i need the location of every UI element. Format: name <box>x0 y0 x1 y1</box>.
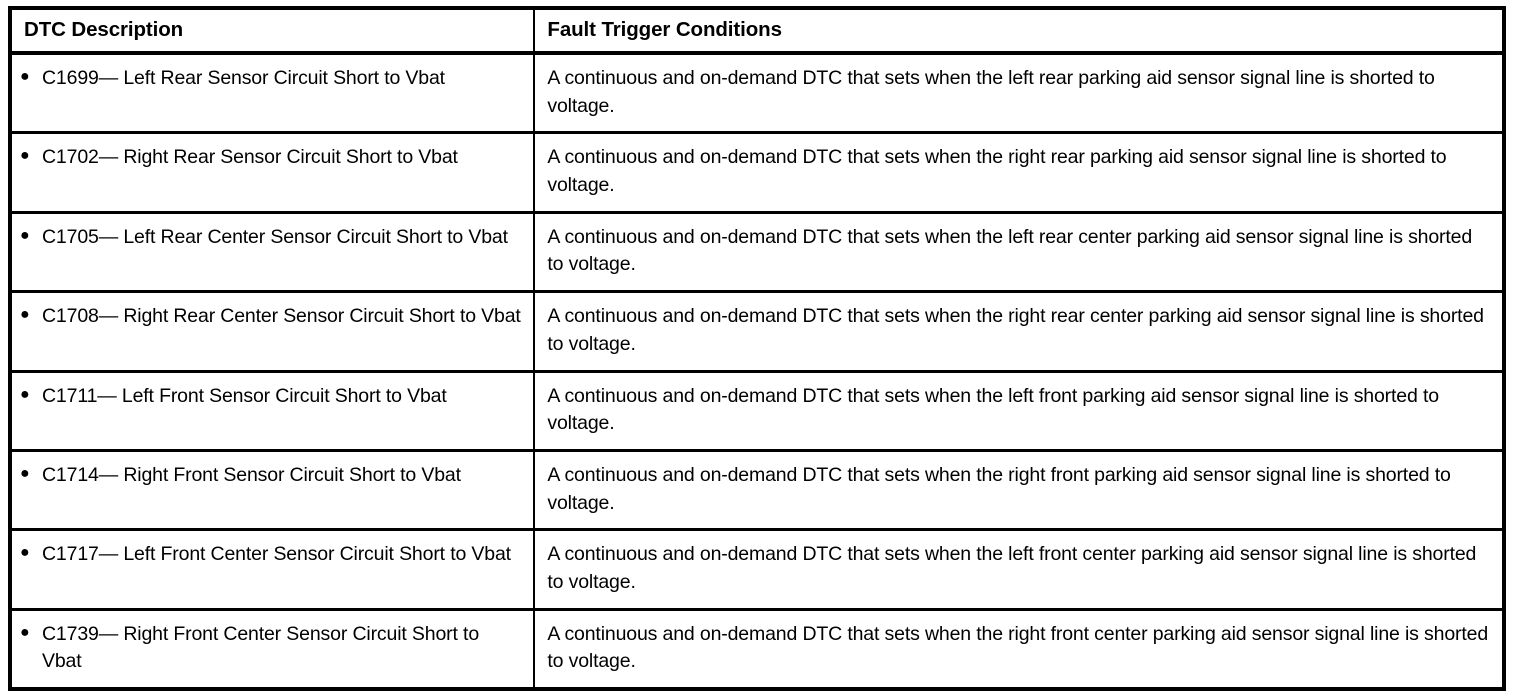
table-header: DTC Description Fault Trigger Conditions <box>10 8 1504 55</box>
fault-trigger-conditions-text: A continuous and on-demand DTC that sets… <box>547 463 1451 514</box>
dtc-description-text: C1717— Left Front Center Sensor Circuit … <box>42 543 511 566</box>
bullet-point-icon: ● <box>20 464 30 482</box>
cell-dtc-description: ● C1699— Left Rear Sensor Circuit Short t… <box>10 53 536 135</box>
fault-trigger-conditions-text: A continuous and on-demand DTC that sets… <box>547 305 1484 355</box>
fault-trigger-conditions-text: A continuous and on-demand DTC that sets… <box>547 67 1435 117</box>
table-row: ● C1711— Left Front Sensor Circuit Short … <box>10 371 1504 452</box>
bullet-list-item: ● C1708— Right Rear Center Sensor Circuit… <box>20 303 523 331</box>
cell-dtc-description: ● C1708— Right Rear Center Sensor Circuit… <box>10 291 536 373</box>
fault-trigger-conditions-text: A continuous and on-demand DTC that sets… <box>547 622 1489 673</box>
table-row: ● C1708— Right Rear Center Sensor Circuit… <box>10 291 1504 373</box>
fault-trigger-conditions-text: A continuous and on-demand DTC that sets… <box>547 543 1477 593</box>
bullet-point-icon: ● <box>20 385 30 403</box>
cell-fault-trigger-conditions: A continuous and on-demand DTC that sets… <box>534 371 1504 452</box>
cell-fault-trigger-conditions: A continuous and on-demand DTC that sets… <box>534 53 1504 135</box>
cell-dtc-description: ● C1705— Left Rear Center Sensor Circuit … <box>10 212 536 294</box>
dtc-description-text: C1708— Right Rear Center Sensor Circuit … <box>42 305 521 328</box>
cell-dtc-description: ● C1711— Left Front Sensor Circuit Short … <box>10 371 536 452</box>
bullet-list-item: ● C1711— Left Front Sensor Circuit Short … <box>20 383 523 411</box>
bullet-point-icon: ● <box>20 544 30 562</box>
bullet-list-item: ● C1714— Right Front Sensor Circuit Short… <box>20 462 523 490</box>
table-header-row: DTC Description Fault Trigger Conditions <box>10 8 1504 55</box>
cell-fault-trigger-conditions: A continuous and on-demand DTC that sets… <box>534 212 1504 294</box>
dtc-description-text: C1702— Right Rear Sensor Circuit Short t… <box>42 146 458 169</box>
dtc-description-text: C1714— Right Front Sensor Circuit Short … <box>42 463 461 486</box>
fault-trigger-conditions-text: A continuous and on-demand DTC that sets… <box>547 384 1439 435</box>
dtc-description-text: C1711— Left Front Sensor Circuit Short t… <box>42 384 447 407</box>
column-header-dtc-description: DTC Description <box>10 8 536 55</box>
bullet-list-item: ● C1699— Left Rear Sensor Circuit Short t… <box>20 65 523 93</box>
cell-fault-trigger-conditions: A continuous and on-demand DTC that sets… <box>534 291 1504 373</box>
bullet-list-item: ● C1739— Right Front Center Sensor Circui… <box>20 621 523 676</box>
cell-dtc-description: ● C1714— Right Front Sensor Circuit Short… <box>10 450 536 532</box>
cell-fault-trigger-conditions: A continuous and on-demand DTC that sets… <box>534 609 1504 689</box>
dtc-description-text: C1705— Left Rear Center Sensor Circuit S… <box>42 225 508 248</box>
table-row: ● C1714— Right Front Sensor Circuit Short… <box>10 450 1504 532</box>
fault-trigger-conditions-text: A continuous and on-demand DTC that sets… <box>547 146 1447 197</box>
cell-dtc-description: ● C1702— Right Rear Sensor Circuit Short … <box>10 132 536 214</box>
bullet-list-item: ● C1705— Left Rear Center Sensor Circuit … <box>20 224 523 252</box>
cell-fault-trigger-conditions: A continuous and on-demand DTC that sets… <box>534 529 1504 611</box>
column-header-fault-trigger-conditions: Fault Trigger Conditions <box>534 8 1504 55</box>
bullet-point-icon: ● <box>20 623 30 641</box>
table-row: ● C1699— Left Rear Sensor Circuit Short t… <box>10 53 1504 135</box>
table-row: ● C1705— Left Rear Center Sensor Circuit … <box>10 212 1504 294</box>
cell-fault-trigger-conditions: A continuous and on-demand DTC that sets… <box>534 132 1504 214</box>
bullet-list-item: ● C1702— Right Rear Sensor Circuit Short … <box>20 144 523 172</box>
cell-dtc-description: ● C1739— Right Front Center Sensor Circui… <box>10 609 536 689</box>
bullet-point-icon: ● <box>20 147 30 165</box>
bullet-point-icon: ● <box>20 306 30 324</box>
table-row: ● C1702— Right Rear Sensor Circuit Short … <box>10 132 1504 214</box>
fault-trigger-conditions-text: A continuous and on-demand DTC that sets… <box>547 225 1473 276</box>
dtc-description-text: C1739— Right Front Center Sensor Circuit… <box>42 622 480 673</box>
cell-dtc-description: ● C1717— Left Front Center Sensor Circuit… <box>10 529 536 611</box>
dtc-description-text: C1699— Left Rear Sensor Circuit Short to… <box>42 67 445 89</box>
table-row: ● C1739— Right Front Center Sensor Circui… <box>10 609 1504 689</box>
cell-fault-trigger-conditions: A continuous and on-demand DTC that sets… <box>534 450 1504 532</box>
bullet-list-item: ● C1717— Left Front Center Sensor Circuit… <box>20 541 523 569</box>
dtc-description-table: DTC Description Fault Trigger Conditions… <box>8 6 1506 691</box>
table-body: ● C1699— Left Rear Sensor Circuit Short t… <box>10 53 1504 689</box>
bullet-point-icon: ● <box>20 226 30 244</box>
table-row: ● C1717— Left Front Center Sensor Circuit… <box>10 529 1504 611</box>
bullet-point-icon: ● <box>20 68 30 85</box>
